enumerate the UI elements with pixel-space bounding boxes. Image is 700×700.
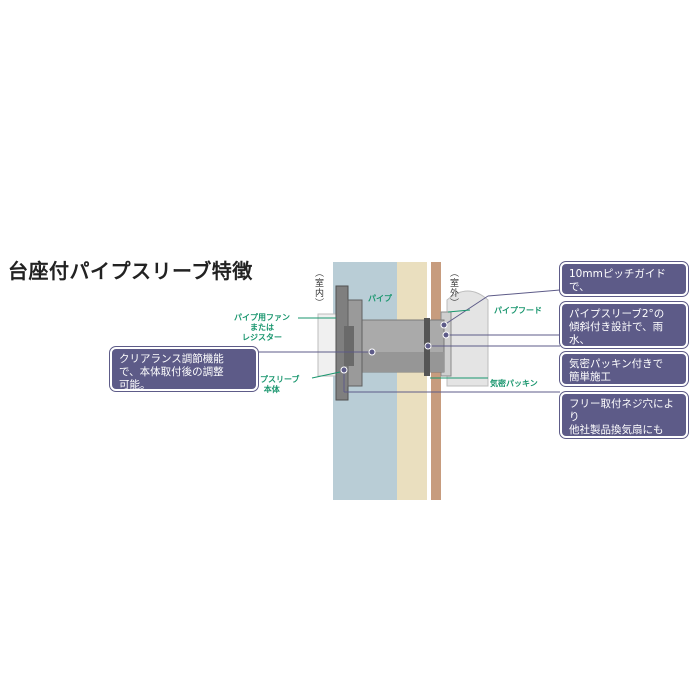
fan-register-body: [317, 313, 339, 377]
leader-pitch-2: [487, 289, 561, 297]
leader-pipe-hood: [447, 309, 471, 313]
dot-clearance: [368, 348, 376, 356]
callout-clearance: クリアランス調節機能 で、本体取付後の調整 可能。: [109, 346, 259, 392]
page-title: 台座付パイプスリーブ特徴: [8, 259, 253, 283]
sleeve-collar: [344, 326, 354, 366]
airtight-packing-label: 気密パッキン: [490, 379, 538, 388]
leader-sleeve-body: [311, 371, 341, 379]
callout-pitch-guide: 10mmピッチガイドで、 カット作業の効率アップ: [559, 261, 689, 319]
outdoor-label: （室外）: [448, 268, 458, 308]
wall-exterior-layer: [431, 262, 441, 500]
pipe-hood-label: パイプフード: [494, 306, 542, 315]
indoor-label: （室内）: [313, 268, 323, 308]
callout-packing: 気密パッキン付きで 簡単施工: [559, 351, 689, 387]
leader-lines-green: [298, 309, 488, 379]
pipe-label: パイプ: [368, 294, 392, 303]
pipe-shade: [360, 352, 444, 372]
sleeve-body-label: パイプスリーブ 本体: [244, 375, 300, 394]
dot-packing: [424, 342, 432, 350]
wall-board-layer: [397, 262, 427, 500]
dot-slope: [442, 331, 450, 339]
dot-pitch: [440, 321, 448, 329]
dot-screw: [340, 366, 348, 374]
fan-register-label: パイプ用ファン または レジスター: [234, 313, 290, 342]
callout-slope: パイプスリーブ2°の 傾斜付き設計で、雨水、 結露水の侵入を防ぐ。: [559, 301, 689, 359]
pipe-hood-shape: [446, 290, 489, 387]
callout-screw: フリー取付ネジ穴により 他社製品換気扇にも 取り付け可能。: [559, 391, 689, 449]
leader-dots: [340, 321, 450, 374]
